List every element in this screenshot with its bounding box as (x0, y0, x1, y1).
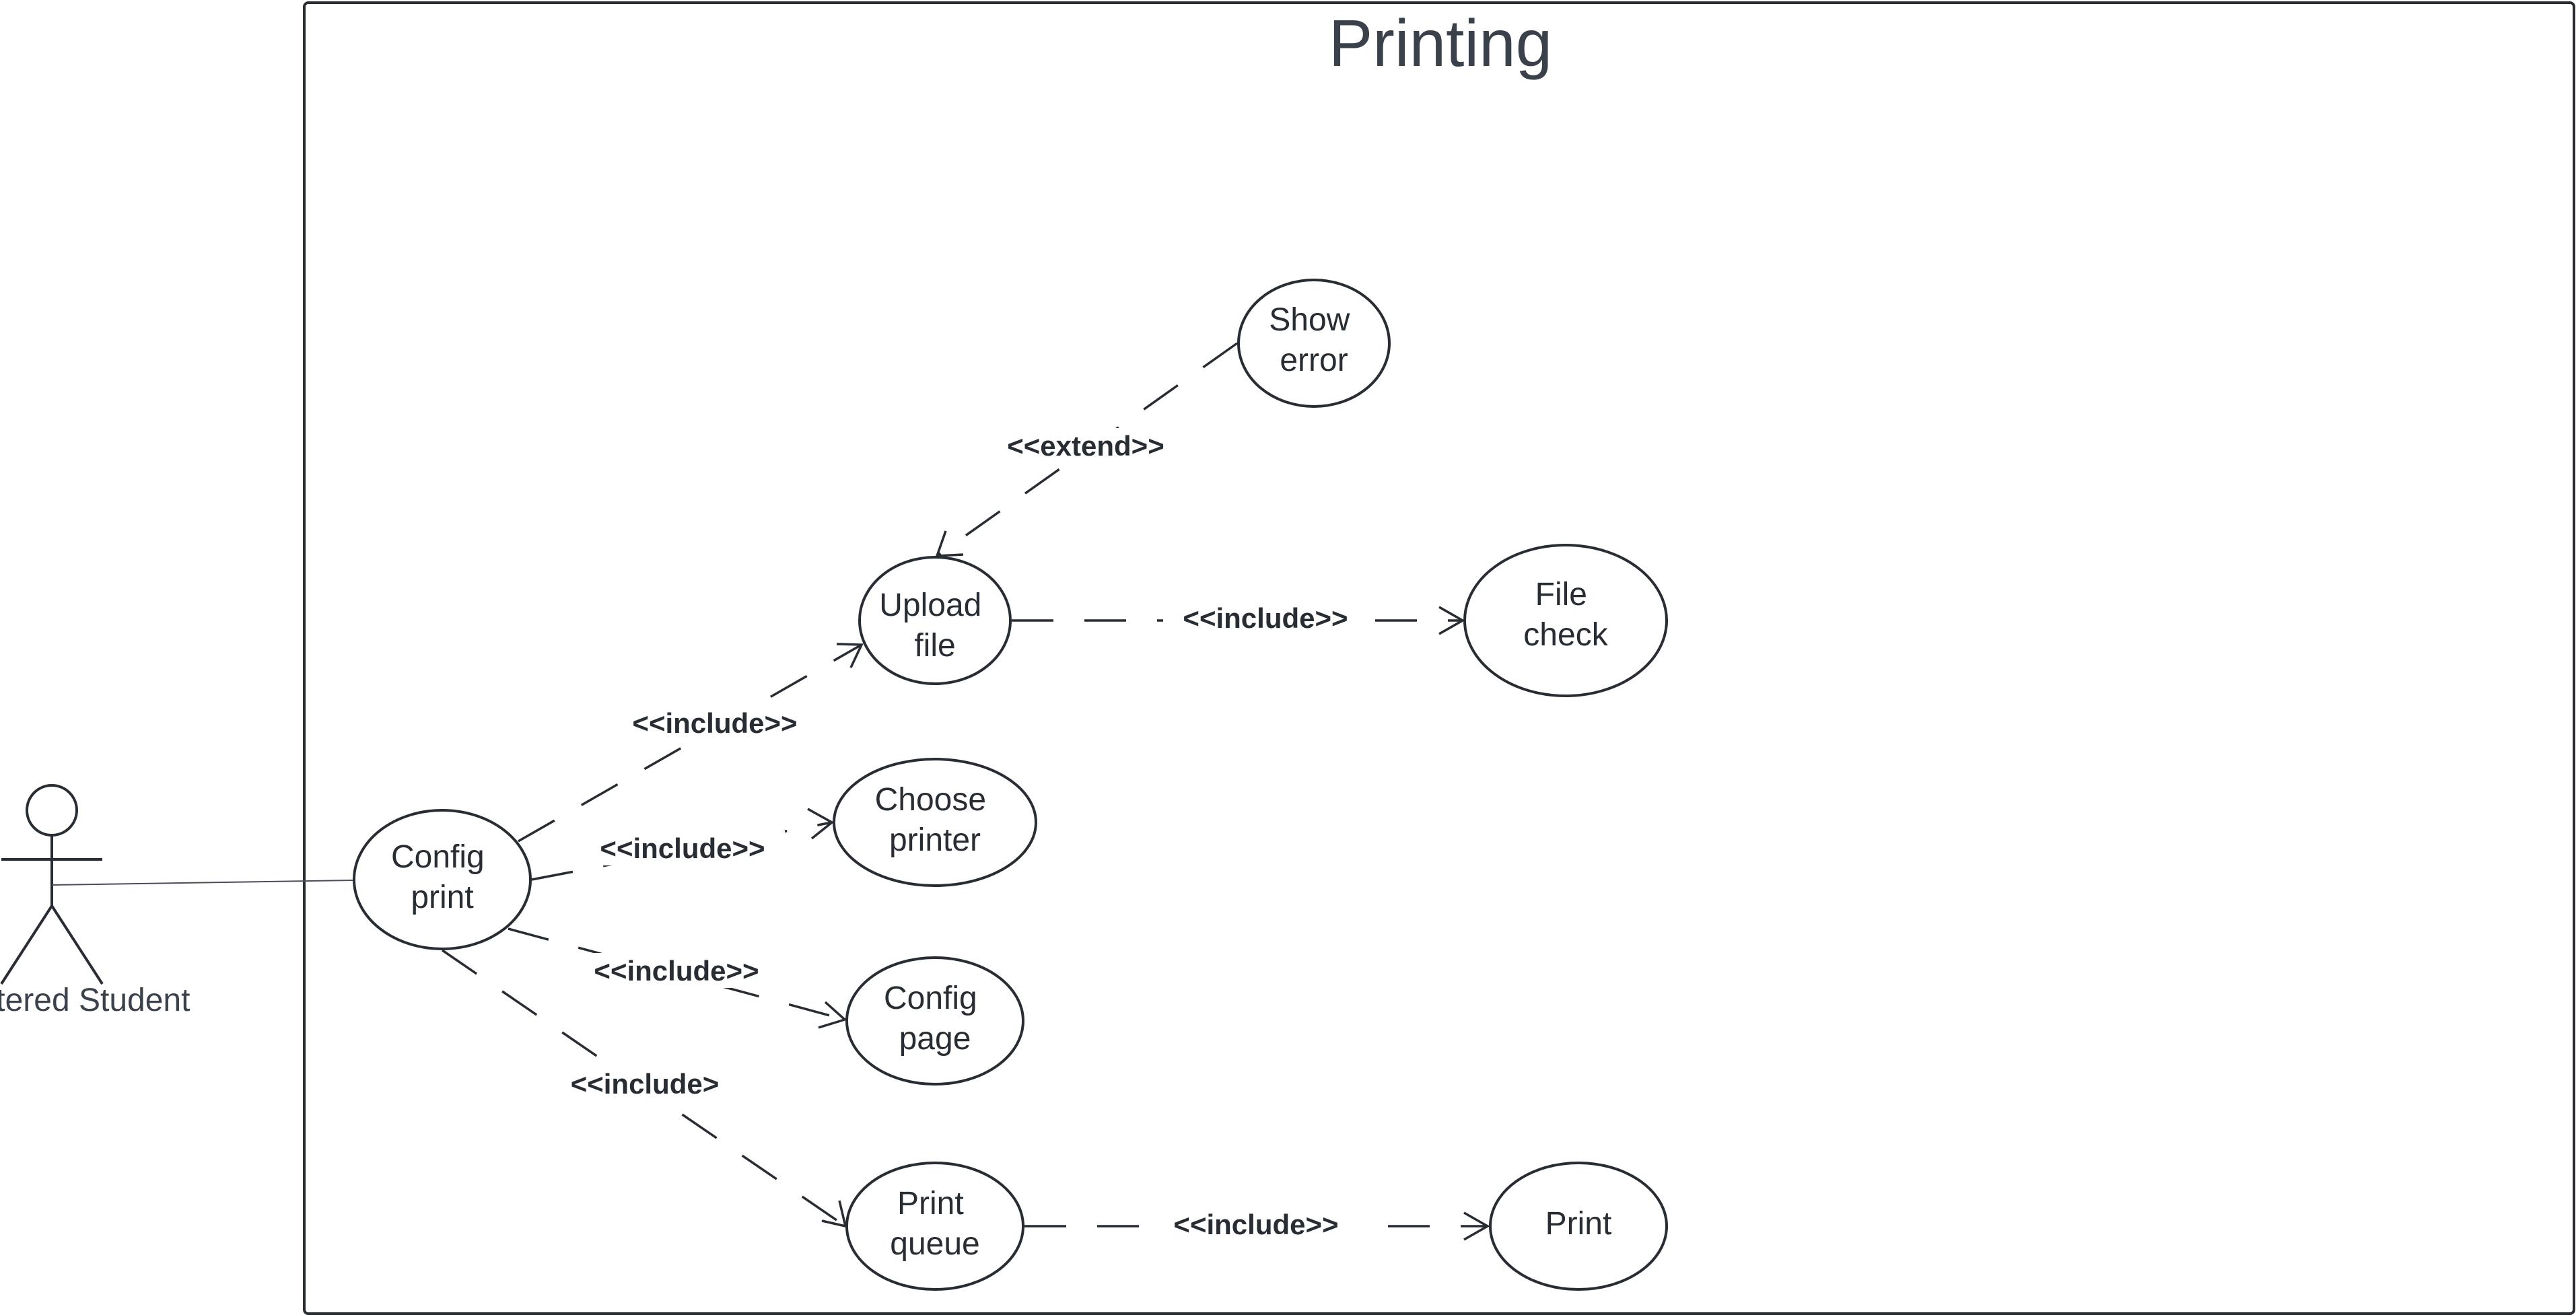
use-case-config-page: Config page (845, 956, 1024, 1086)
svg-text:<<include>: <<include> (571, 1068, 720, 1100)
svg-text:<<include>>: <<include>> (632, 707, 797, 739)
arrowhead-print (1463, 1211, 1490, 1241)
use-case-config-print: Config print (353, 809, 532, 950)
actor-right-leg (50, 904, 104, 985)
actor-label: Registered Student (0, 983, 190, 1018)
svg-text:Upload file: Upload file (879, 588, 990, 664)
relationship-label-show-error: <<extend>> (989, 428, 1182, 463)
actor-association-line (51, 880, 355, 886)
svg-text:File check: File check (1523, 577, 1608, 653)
arrowhead-config-page (818, 1001, 847, 1029)
system-title: Printing (1329, 6, 1552, 80)
svg-text:Config page: Config page (884, 981, 986, 1057)
actor-registered-student: Registered Student (0, 784, 190, 1018)
arrowhead-upload-file-extend (935, 530, 964, 557)
svg-text:<<include>>: <<include>> (594, 955, 759, 987)
use-case-show-error: Show error (1237, 279, 1391, 408)
relationship-label-print: <<include>> (1158, 1207, 1358, 1242)
svg-text:Print queue: Print queue (890, 1186, 979, 1262)
relationship-label-print-queue: <<include> (556, 1066, 734, 1101)
use-case-print: Print (1489, 1162, 1668, 1291)
arrowhead-upload-file (836, 643, 864, 668)
use-case-file-check: File check (1463, 544, 1668, 697)
relationship-label-choose-printer: <<include>> (580, 830, 785, 865)
arrowhead-file-check (1438, 606, 1465, 635)
actor-head (26, 784, 78, 837)
svg-text:Choose printer: Choose printer (875, 782, 996, 858)
svg-text:<<extend>>: <<extend>> (1007, 430, 1164, 462)
arrowhead-choose-printer (807, 808, 835, 840)
dependency-line-upload-file (518, 643, 862, 843)
actor-left-leg (0, 904, 53, 985)
svg-text:Config print: Config print (391, 839, 493, 915)
svg-text:<<include>>: <<include>> (1183, 602, 1348, 634)
use-case-print-queue: Print queue (845, 1162, 1024, 1291)
svg-text:Print: Print (1545, 1206, 1612, 1242)
relationship-label-config-page: <<include>> (574, 953, 779, 988)
use-case-upload-file: Upload file (858, 556, 1012, 685)
relationship-label-file-check: <<include>> (1163, 600, 1368, 635)
use-case-choose-printer: Choose printer (833, 758, 1037, 887)
system-boundary (303, 1, 2575, 1315)
svg-text:<<include>>: <<include>> (600, 832, 765, 864)
svg-text:Show error: Show error (1269, 302, 1358, 378)
svg-text:<<include>>: <<include>> (1173, 1209, 1338, 1240)
relationship-label-upload-file: <<include>> (613, 705, 817, 740)
